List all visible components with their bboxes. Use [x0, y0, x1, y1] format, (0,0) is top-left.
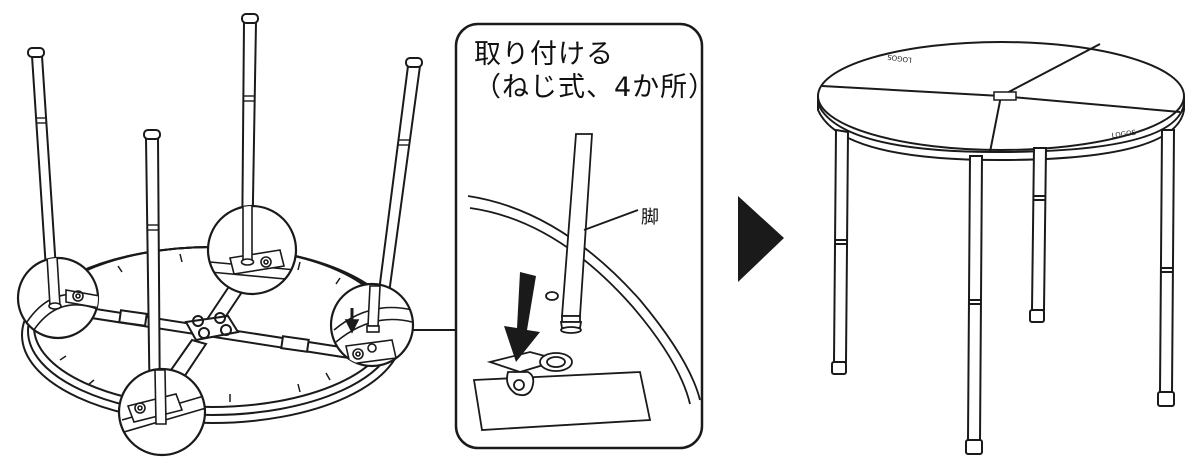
- callout-title-line2: （ねじ式、4か所）: [474, 72, 717, 103]
- callout-box: [454, 22, 704, 450]
- next-step-arrow-icon: [738, 196, 784, 282]
- insert-arrow-icon: [504, 272, 540, 362]
- brand-mark-upper: LOGOS: [886, 53, 912, 64]
- callout-title-line1: 取り付ける: [474, 39, 614, 70]
- brand-mark-lower: LOGOS: [1111, 129, 1137, 140]
- assembled-table: LOGOS LOGOS: [817, 41, 1185, 455]
- callout-title: 取り付ける （ねじ式、4か所）: [474, 38, 716, 104]
- leg-label: 脚: [641, 207, 659, 228]
